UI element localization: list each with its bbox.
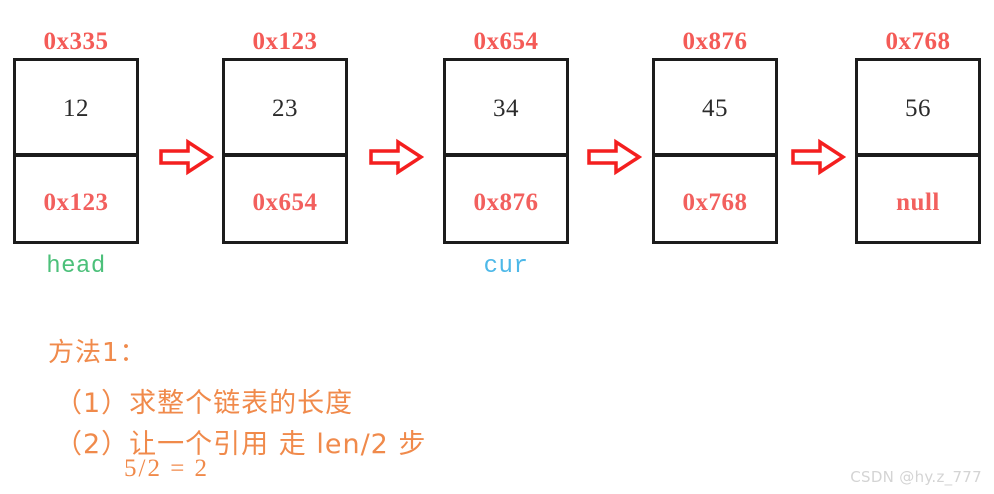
node-value-text: 34 (493, 95, 519, 122)
pointer-label-head: head (46, 253, 106, 280)
node-address-label-3: 0x654 (473, 28, 539, 55)
node-value-text: 56 (905, 95, 931, 122)
node-next-text: 0x654 (252, 189, 318, 216)
node-value-text: 12 (63, 95, 89, 122)
node-value-text: 23 (272, 95, 298, 122)
node-next-text: 0x768 (682, 189, 748, 216)
note-heading: 方法1： (48, 338, 147, 368)
node-divider (443, 153, 569, 157)
linked-list-node-2: 23 0x654 (222, 58, 348, 244)
node-divider (855, 153, 981, 157)
arrow-right-icon-1 (158, 137, 214, 177)
node-value-cell: 23 (225, 61, 345, 153)
node-divider (13, 153, 139, 157)
linked-list-node-3: 34 0x876 (443, 58, 569, 244)
node-divider (222, 153, 348, 157)
pointer-label-cur: cur (483, 253, 529, 280)
node-next-cell: 0x654 (225, 157, 345, 241)
linked-list-node-1: 12 0x123 (13, 58, 139, 244)
node-next-cell: 0x876 (446, 157, 566, 241)
node-divider (652, 153, 778, 157)
watermark-text: CSDN @hy.z_777 (850, 468, 982, 486)
linked-list-node-4: 45 0x768 (652, 58, 778, 244)
arrow-right-icon-4 (790, 137, 846, 177)
note-step-1: （1）求整个链表的长度 (55, 388, 354, 419)
node-value-cell: 12 (16, 61, 136, 153)
node-value-cell: 56 (858, 61, 978, 153)
arrow-right-icon-2 (368, 137, 424, 177)
arrow-right-icon-3 (586, 137, 642, 177)
node-address-label-5: 0x768 (885, 28, 951, 55)
node-next-text: 0x876 (473, 189, 539, 216)
node-next-cell: 0x768 (655, 157, 775, 241)
note-step-2-calculation: 5/2 = 2 (124, 455, 210, 482)
node-address-label-4: 0x876 (682, 28, 748, 55)
node-address-label-2: 0x123 (252, 28, 318, 55)
node-address-label-1: 0x335 (43, 28, 109, 55)
node-value-text: 45 (702, 95, 728, 122)
node-value-cell: 45 (655, 61, 775, 153)
node-next-cell: 0x123 (16, 157, 136, 241)
node-next-text: null (896, 189, 940, 216)
node-value-cell: 34 (446, 61, 566, 153)
node-next-text: 0x123 (43, 189, 109, 216)
note-step-2: （2）让一个引用 走 len/2 步 (55, 429, 427, 460)
node-next-cell: null (858, 157, 978, 241)
linked-list-node-5: 56 null (855, 58, 981, 244)
